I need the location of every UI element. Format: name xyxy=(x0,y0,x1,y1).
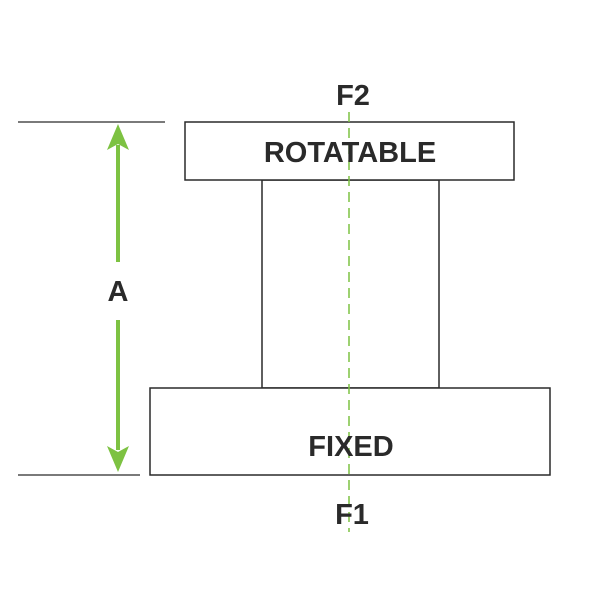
dimension-arrowhead-down xyxy=(107,446,129,472)
shaft-body xyxy=(261,179,440,389)
label-f2: F2 xyxy=(336,80,370,112)
dimension-arrowhead-up xyxy=(107,124,129,150)
label-f1: F1 xyxy=(335,499,369,531)
label-rotatable: ROTATABLE xyxy=(264,137,436,169)
label-fixed: FIXED xyxy=(308,431,393,463)
fixed-base xyxy=(149,387,551,476)
label-dimension-a: A xyxy=(108,276,129,308)
